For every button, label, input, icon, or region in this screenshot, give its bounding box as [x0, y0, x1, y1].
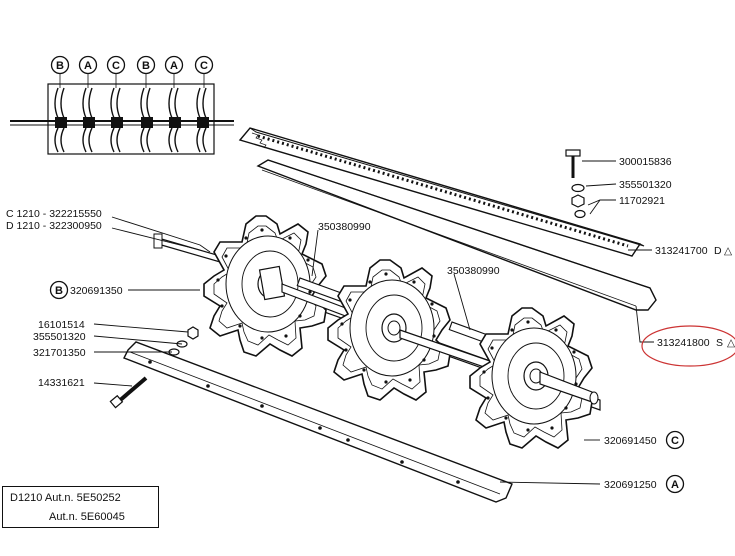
label-washer-top: 355501320 [619, 179, 672, 191]
letter-rotor-c: C [671, 435, 679, 447]
rotor-b [203, 215, 327, 357]
shaft-end [539, 371, 599, 405]
label-knife-lower-tag: S [716, 337, 723, 349]
label-c1210: C 1210 - 322215550 [6, 208, 102, 220]
label-nut-left: 16101514 [38, 319, 85, 331]
label-rotor-c: 320691450 [604, 435, 657, 447]
top-hardware [565, 149, 586, 219]
letter-4: B [142, 60, 150, 72]
highlight-ellipse [641, 325, 735, 367]
rotor-arrangement-sketch [10, 74, 234, 155]
rotor-letters: B C A [49, 280, 685, 494]
label-shaft-1: 350380990 [318, 221, 371, 233]
label-nut-top: 11702921 [619, 195, 665, 207]
label-knife-upper: 313241700 [655, 245, 708, 257]
model-info-line1: D1210 Aut.n. 5E50252 [10, 492, 121, 504]
letter-6: C [200, 60, 208, 72]
label-rotor-a: 320691250 [604, 479, 657, 491]
shaft-segment-2 [399, 321, 511, 377]
label-knife-upper-tag: D [714, 245, 722, 257]
label-d1210: D 1210 - 322300950 [6, 220, 102, 232]
rotor-middle [327, 259, 451, 401]
model-info-line2: Aut.n. 5E60045 [49, 511, 125, 523]
upper-knife [238, 127, 645, 257]
part-labels: 300015836 355501320 11702921 313241700 D… [6, 156, 735, 491]
spacer-bar [123, 341, 513, 503]
model-info-box: D1210 Aut.n. 5E50252 Aut.n. 5E60045 [2, 486, 159, 528]
triangle-icon: △ [727, 337, 735, 349]
rotor-c [469, 307, 593, 449]
letter-3: C [112, 60, 120, 72]
label-washer-left: 355501320 [33, 331, 86, 343]
letter-2: A [84, 60, 92, 72]
label-knife-lower: 313241800 [657, 337, 710, 349]
label-rotor-b: 320691350 [70, 285, 123, 297]
triangle-icon: △ [724, 245, 733, 257]
leader-lines [93, 160, 654, 485]
arrangement-letters: B A C B A C [50, 55, 214, 75]
label-shaft-2: 350380990 [447, 265, 500, 277]
label-bolt-left: 14331621 [38, 377, 85, 389]
label-bolt-top: 300015836 [619, 156, 672, 168]
label-spacer-left: 321701350 [33, 347, 86, 359]
letter-rotor-a: A [671, 479, 679, 491]
letter-rotor-b: B [55, 285, 63, 297]
letter-1: B [56, 60, 64, 72]
letter-5: A [170, 60, 178, 72]
